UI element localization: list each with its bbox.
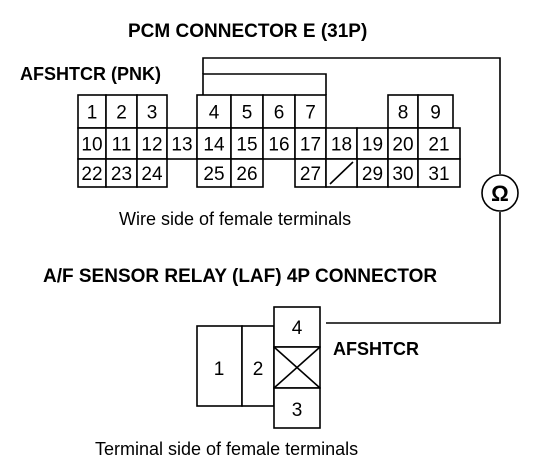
test-lead-top: [202, 57, 501, 174]
pcm-pin-17-label: 17: [300, 135, 321, 156]
pcm-pin-7-label: 7: [305, 103, 316, 124]
pcm-pin-9: [417, 94, 454, 129]
pcm-pin-1-label: 1: [87, 103, 98, 124]
relay-pin-1-label: 1: [214, 359, 225, 380]
pcm-pin-26-label: 26: [236, 164, 257, 185]
pcm-pin-12-label: 12: [141, 135, 162, 156]
pcm-pin-14-label: 14: [203, 135, 225, 156]
pcm-pin-31-label: 31: [428, 164, 449, 185]
relay-blank-cross-b: [273, 346, 321, 389]
pcm-pin-22-label: 22: [81, 164, 102, 185]
pcm-pin-5-label: 5: [242, 103, 253, 124]
pcm-pin-29-label: 29: [362, 164, 383, 185]
pcm-pin-23-label: 23: [111, 164, 132, 185]
pcm-pin-bracket: [202, 73, 327, 95]
pcm-pin-18-label: 18: [331, 135, 352, 156]
pcm-pin-6-label: 6: [274, 103, 285, 124]
pcm-pin-11-label: 11: [112, 135, 132, 156]
pcm-pin-5: [230, 94, 264, 129]
pcm-pin-8-label: 8: [398, 103, 409, 124]
pcm-pin-2-label: 2: [116, 103, 127, 124]
pcm-pin-11: [105, 127, 138, 160]
pcm-pin-21: [417, 127, 461, 160]
pcm-pin-21-label: 21: [428, 135, 449, 156]
pcm-connector-title: PCM CONNECTOR E (31P): [128, 21, 367, 42]
pcm-pin-27-label: 27: [300, 164, 321, 185]
pcm-pin-15: [230, 127, 264, 160]
pcm-pin-20-label: 20: [392, 135, 413, 156]
relay-pin-3-label: 3: [292, 400, 303, 421]
pcm-pin-7: [294, 94, 327, 129]
pcm-pin-9-label: 9: [430, 103, 441, 124]
pcm-pin-22: [77, 158, 107, 188]
pcm-pin-26: [230, 158, 264, 188]
pcm-pin-19: [356, 127, 389, 160]
pcm-pin-23: [105, 158, 138, 188]
relay-pin-3: [273, 387, 321, 429]
ohmmeter-symbol: [481, 174, 519, 212]
relay-connector-title: A/F SENSOR RELAY (LAF) 4P CONNECTOR: [43, 266, 437, 287]
pcm-pin-3-label: 3: [147, 103, 158, 124]
relay-pin-4-label: 4: [292, 318, 303, 339]
pcm-blank-slash: [329, 161, 354, 185]
pcm-pin-15-label: 15: [236, 135, 257, 156]
pcm-pin-30: [387, 158, 419, 188]
pcm-pin-29: [356, 158, 389, 188]
pcm-wire-label: AFSHTCR (PNK): [20, 64, 161, 84]
pcm-pin-16-label: 16: [268, 135, 289, 156]
pcm-pin-31: [417, 158, 461, 188]
pcm-pin-16: [262, 127, 296, 160]
pcm-pin-19-label: 19: [362, 135, 383, 156]
ohm-icon: Ω: [491, 181, 509, 206]
pcm-pin-3: [136, 94, 168, 129]
pcm-pin-10-label: 10: [81, 135, 102, 156]
relay-pin-1: [196, 325, 243, 407]
relay-wire-label: AFSHTCR: [333, 339, 419, 359]
relay-connector-caption: Terminal side of female terminals: [95, 439, 358, 459]
test-lead-bottom: [326, 212, 501, 324]
pcm-pin-24-label: 24: [141, 164, 163, 185]
pcm-pin-25-label: 25: [203, 164, 224, 185]
relay-pin-2: [241, 325, 275, 407]
pcm-pin-24: [136, 158, 168, 188]
pcm-connector-caption: Wire side of female terminals: [119, 209, 351, 229]
pcm-pin-4-label: 4: [209, 103, 220, 124]
pcm-pin-13-label: 13: [171, 135, 192, 156]
pcm-pin-30-label: 30: [392, 164, 413, 185]
relay-pin-2-label: 2: [253, 359, 264, 380]
